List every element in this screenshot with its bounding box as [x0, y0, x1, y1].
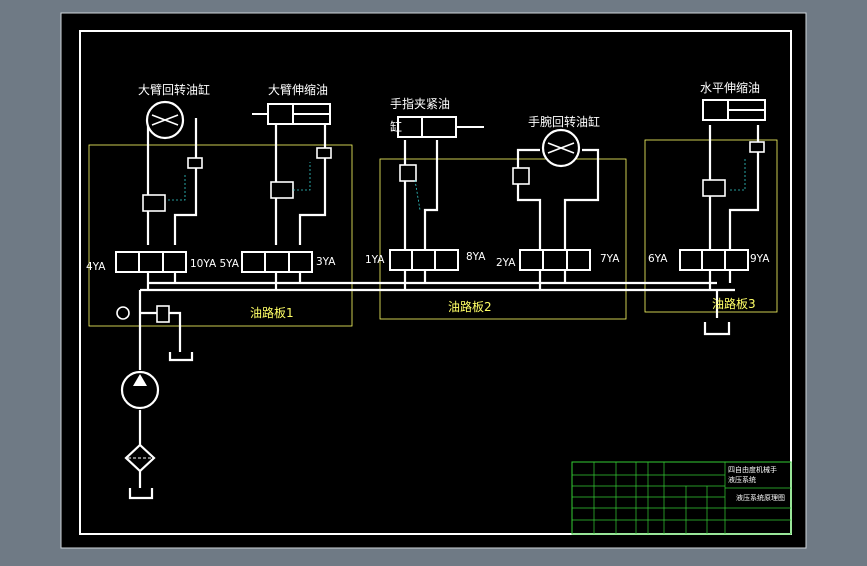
finger-clamp-label-cont: 缸	[390, 119, 402, 134]
plate1-label: 油路板1	[250, 305, 294, 320]
tanks	[128, 322, 731, 500]
solenoid-7ya: 7YA	[600, 253, 620, 265]
solenoid-2ya: 2YA	[496, 257, 516, 269]
solenoid-3ya: 3YA	[316, 256, 336, 268]
title-heading-2: 液压系统	[728, 475, 756, 484]
title-heading-1: 四自由度机械手	[728, 465, 777, 474]
title-block: 四自由度机械手 液压系统 液压系统原理图	[571, 461, 792, 535]
horizontal-extend-label: 水平伸缩油	[700, 80, 760, 95]
finger-clamp-label: 手指夹紧油	[390, 96, 450, 111]
valve-5	[679, 249, 749, 271]
solenoid-8ya: 8YA	[466, 251, 486, 263]
linear-cylinders	[252, 99, 766, 138]
solenoid-4ya: 4YA	[86, 261, 106, 273]
wrist-rotate-label: 手腕回转油缸	[528, 114, 600, 129]
drawing-sheet	[60, 12, 807, 549]
big-arm-extend-label: 大臂伸缩油	[268, 82, 328, 97]
plate2-label: 油路板2	[448, 299, 492, 314]
finger-clamp-cylinder	[397, 116, 457, 138]
directional-valves	[115, 249, 749, 273]
title-drawing-name: 液压系统原理图	[736, 493, 785, 502]
solenoid-9ya: 9YA	[750, 253, 770, 265]
solenoid-1ya: 1YA	[365, 254, 385, 266]
drawing-border	[79, 30, 792, 535]
leader-lines	[168, 158, 746, 211]
big-arm-rotate-label: 大臂回转油缸	[138, 82, 210, 97]
valve-1	[115, 251, 187, 273]
plate-box-1	[88, 144, 353, 327]
cylinder-labels: 大臂回转油缸 大臂伸缩油 手指夹紧油 缸 手腕回转油缸 水平伸缩油	[138, 80, 760, 134]
pressure-gauge	[116, 306, 130, 320]
plate3-label: 油路板3	[712, 296, 756, 311]
rotary-actuators	[120, 100, 581, 473]
relief-valve	[156, 305, 170, 323]
solenoid-labels: 4YA 10YA 5YA 3YA 1YA 8YA 2YA 7YA 6YA 9YA	[86, 251, 770, 273]
lock-valves	[116, 141, 765, 323]
valve-2	[241, 251, 313, 273]
solenoid-6ya: 6YA	[648, 253, 668, 265]
plate-box-2	[379, 158, 627, 320]
solenoid-10ya-5ya: 10YA 5YA	[190, 258, 240, 270]
plate-labels: 油路板1 油路板2 油路板3	[250, 296, 756, 320]
hydraulic-lines	[138, 118, 760, 488]
valve-4	[519, 249, 591, 271]
pump	[120, 370, 160, 410]
valve-3	[389, 249, 459, 271]
